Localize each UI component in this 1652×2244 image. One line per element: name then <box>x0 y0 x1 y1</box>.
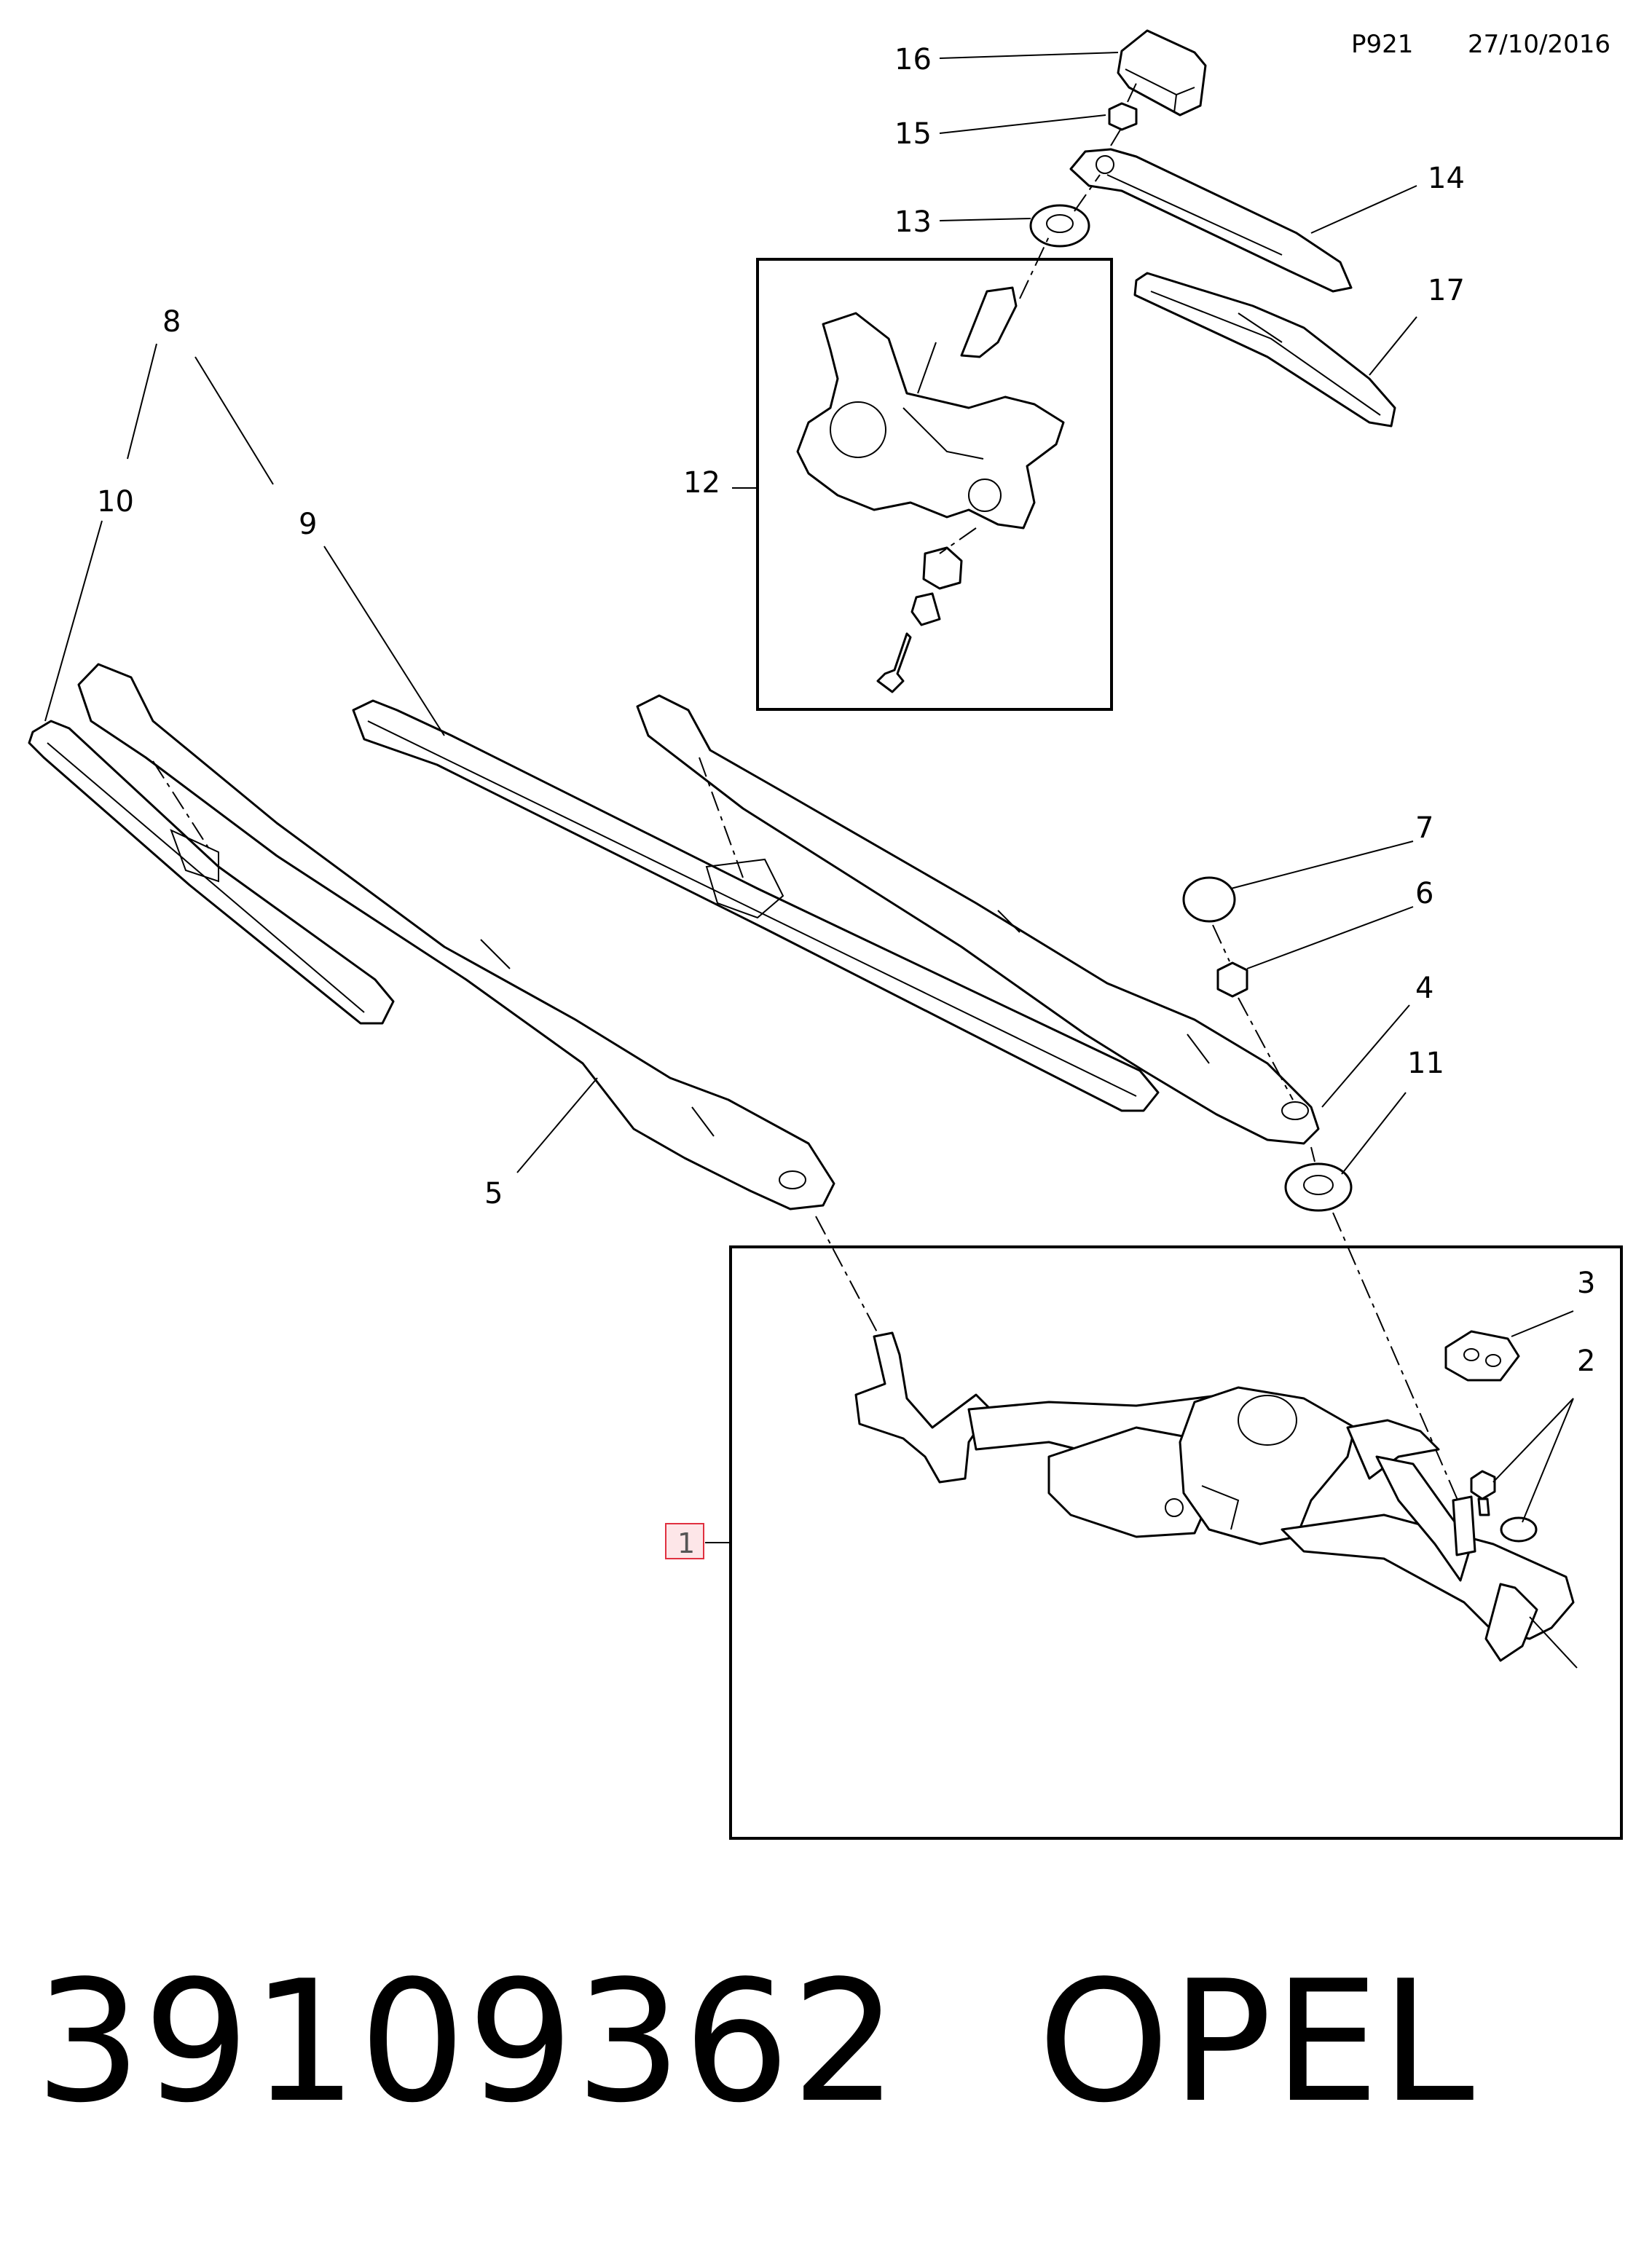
box-part-12 <box>756 258 1113 711</box>
part-6-nut[interactable] <box>1216 961 1248 998</box>
callout-15: 15 <box>894 117 932 151</box>
part-5-left-arm[interactable] <box>77 663 835 1210</box>
callout-1-highlight[interactable]: 1 <box>665 1523 704 1559</box>
diagram-code: P921 <box>1351 30 1413 59</box>
part-3-grommet[interactable] <box>1444 1330 1520 1382</box>
callout-7: 7 <box>1415 811 1433 845</box>
part-13-grommet[interactable] <box>1029 204 1090 248</box>
part-1-wiper-linkage[interactable] <box>854 1331 1578 1669</box>
callout-16: 16 <box>894 43 932 76</box>
callout-5: 5 <box>484 1177 503 1210</box>
callout-9: 9 <box>299 508 317 541</box>
diagram-date: 27/10/2016 <box>1468 30 1610 59</box>
callout-6: 6 <box>1415 877 1433 910</box>
callout-4: 4 <box>1415 972 1433 1005</box>
part-number: 39109362 <box>35 1945 900 2140</box>
part-16-cap[interactable] <box>1117 29 1207 117</box>
callout-11: 11 <box>1407 1047 1444 1080</box>
part-12-rear-motor[interactable] <box>796 286 1065 693</box>
part-17-rear-blade[interactable] <box>1133 272 1396 428</box>
callout-1: 1 <box>677 1527 695 1559</box>
callout-14: 14 <box>1428 162 1465 195</box>
part-11-grommet[interactable] <box>1284 1162 1353 1212</box>
part-4-right-arm[interactable] <box>636 694 1320 1145</box>
callout-12: 12 <box>683 466 720 500</box>
brand-name: OPEL <box>1037 1945 1476 2140</box>
part-14-rear-arm[interactable] <box>1069 148 1353 293</box>
callout-2: 2 <box>1577 1345 1595 1378</box>
part-7-cap[interactable] <box>1182 876 1236 923</box>
callout-17: 17 <box>1428 274 1465 307</box>
callout-1-box <box>665 1523 704 1559</box>
callout-13: 13 <box>894 205 932 239</box>
callout-3: 3 <box>1577 1267 1595 1300</box>
callout-8: 8 <box>162 305 181 339</box>
part-15-nut[interactable] <box>1108 102 1138 131</box>
part-2-bolt[interactable] <box>1470 1470 1538 1543</box>
callout-10: 10 <box>97 485 134 519</box>
part-10-left-blade[interactable] <box>28 720 395 1025</box>
part-9-mid-blade[interactable] <box>352 699 1160 1112</box>
